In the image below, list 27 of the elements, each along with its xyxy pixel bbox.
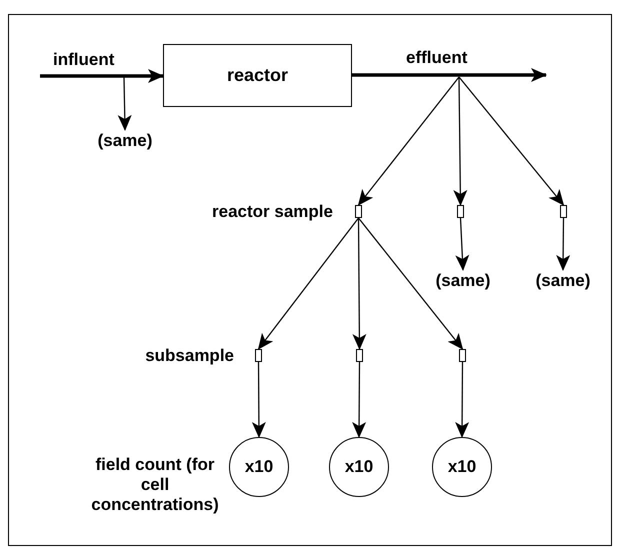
arrow (358, 218, 464, 350)
arrow (352, 218, 366, 350)
arrow (458, 76, 564, 206)
node-caption: reactor sample (212, 201, 332, 223)
arrow (118, 76, 132, 131)
sample-box (255, 349, 262, 362)
node-label: (same) (433, 270, 493, 292)
arrow (556, 218, 570, 271)
arrow (455, 218, 470, 271)
sample-box (355, 205, 362, 218)
node-label: (same) (95, 130, 155, 152)
sample-box (459, 349, 466, 362)
arrow (258, 218, 359, 350)
arrow (40, 69, 164, 83)
arrow (352, 68, 547, 82)
arrow (252, 362, 266, 438)
sample-box (356, 349, 363, 362)
arrow (358, 76, 460, 206)
arrow (453, 77, 468, 206)
sample-box (560, 205, 567, 218)
arrow (455, 362, 470, 438)
process-box: reactor (163, 44, 352, 107)
node-caption: subsample (144, 345, 234, 367)
sample-box (457, 205, 464, 218)
node-label: (same) (533, 270, 593, 292)
arrow (352, 362, 366, 438)
node-caption: field count (for cell concentrations) (90, 455, 220, 515)
